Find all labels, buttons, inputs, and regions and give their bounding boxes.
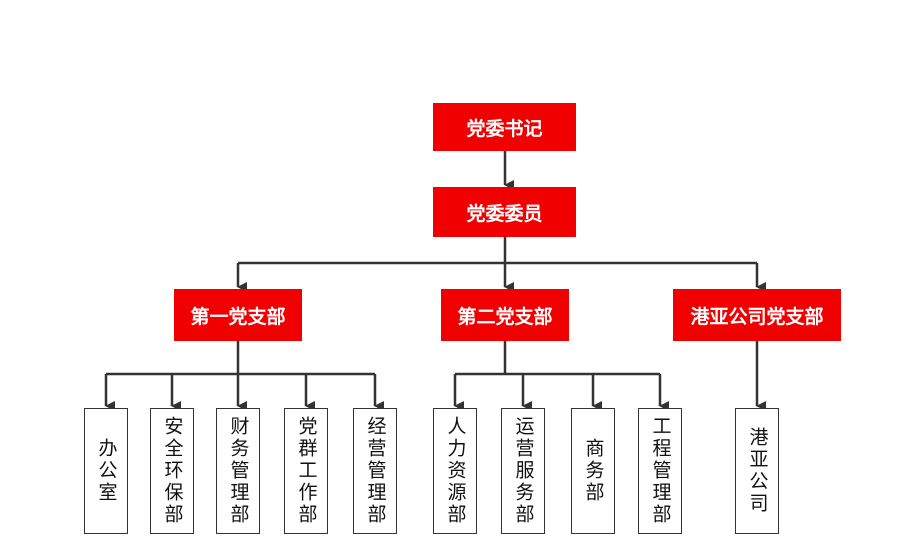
branch-2-label: 第二党支部 (457, 305, 553, 328)
dept-box: 工程管理部 (638, 408, 682, 534)
dept-label: 运营服务部 (512, 416, 535, 526)
dept-box: 经营管理部 (353, 408, 397, 534)
dept-box: 党群工作部 (284, 408, 328, 534)
branch-3-box: 港亚公司党支部 (673, 289, 841, 341)
committee-label: 党委委员 (466, 202, 543, 225)
dept-box: 商务部 (571, 408, 615, 534)
dept-box: 安全环保部 (150, 408, 194, 534)
branch-3-label: 港亚公司党支部 (690, 305, 824, 328)
dept-box: 人力资源部 (433, 408, 477, 534)
dept-label: 财务管理部 (227, 416, 250, 526)
dept-label: 党群工作部 (295, 416, 318, 526)
dept-label: 港亚公司 (746, 427, 769, 515)
dept-label: 工程管理部 (649, 416, 672, 526)
secretary-box: 党委书记 (433, 103, 576, 151)
dept-box: 办公室 (84, 408, 128, 534)
dept-box: 港亚公司 (735, 408, 779, 534)
secretary-label: 党委书记 (466, 117, 543, 140)
branch-2-box: 第二党支部 (441, 289, 569, 341)
dept-box: 运营服务部 (501, 408, 545, 534)
dept-label: 人力资源部 (444, 416, 467, 526)
dept-label: 安全环保部 (161, 416, 184, 526)
dept-label: 商务部 (582, 438, 605, 504)
branch-1-box: 第一党支部 (174, 289, 302, 341)
dept-label: 办公室 (95, 438, 118, 504)
dept-box: 财务管理部 (216, 408, 260, 534)
committee-box: 党委委员 (433, 187, 576, 237)
branch-1-label: 第一党支部 (190, 305, 286, 328)
dept-label: 经营管理部 (364, 416, 387, 526)
